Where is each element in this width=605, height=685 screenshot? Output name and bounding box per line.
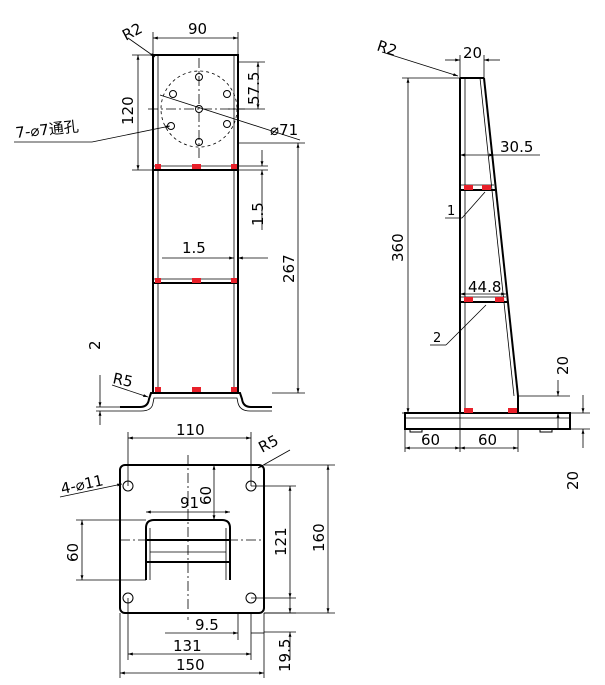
dim-side-corner-radius: R2 (375, 37, 400, 60)
dim-plate-height: 120 (119, 96, 137, 125)
weld-mark (192, 164, 201, 169)
dim-bottom-corner-radius: R5 (255, 431, 281, 456)
rib2-label: 2 (433, 331, 441, 346)
side-base-plate (404, 412, 571, 430)
dim-side-height: 360 (389, 233, 407, 262)
dim-bend-height: 2 (86, 340, 104, 350)
mount-hole (195, 138, 203, 146)
dim-base-right: 60 (478, 431, 497, 449)
dim-bend-radius: R5 (111, 369, 134, 391)
dim-foot-height-a: 20 (554, 356, 572, 375)
weld-mark (464, 185, 473, 190)
dim-hole-offset: 57.5 (245, 72, 263, 105)
weld-mark (231, 278, 237, 283)
bracket-profile (145, 519, 231, 580)
dim-foot-height-b: 20 (564, 471, 582, 490)
weld-mark (482, 185, 491, 190)
front-top-plate (152, 54, 239, 171)
side-view: 20 R2 360 30.5 44.8 1 2 60 60 20 (375, 37, 590, 490)
weld-mark (231, 387, 237, 392)
mount-hole (169, 90, 177, 98)
dim-gap-vertical: 1.5 (249, 202, 267, 226)
weld-mark (508, 408, 517, 413)
dim-holes-note: 7-⌀7通孔 (15, 117, 80, 142)
weld-mark (155, 164, 161, 169)
dim-width-rib2: 44.8 (468, 278, 501, 296)
dim-inner-width: 131 (173, 637, 202, 655)
dim-gap-horizontal: 1.5 (182, 239, 206, 257)
weld-mark (192, 387, 201, 392)
dim-base-left: 60 (421, 431, 440, 449)
dim-slot-width: 91 (180, 494, 199, 512)
weld-mark (464, 408, 473, 413)
dim-corner-radius: R2 (119, 19, 145, 44)
dim-hole-spacing-y: 121 (272, 527, 290, 556)
dim-total-height: 267 (280, 254, 298, 283)
bottom-view: 110 R5 4-⌀11 91 60 60 121 160 9.5 (59, 421, 335, 678)
weld-mark (155, 387, 161, 392)
dim-pcd: ⌀71 (270, 121, 298, 139)
rib1-label: 1 (447, 204, 455, 219)
dim-slot-depth: 60 (197, 486, 215, 505)
bottom-base-plate (119, 464, 265, 614)
weld-mark (155, 278, 161, 283)
mount-hole (223, 120, 231, 128)
dim-width-rib1: 30.5 (500, 138, 533, 156)
weld-mark (464, 297, 473, 302)
dim-plate-width: 150 (176, 656, 205, 674)
weld-mark (231, 164, 237, 169)
dim-holes-note-bottom: 4-⌀11 (59, 471, 105, 498)
dim-plate-height-bottom: 160 (310, 523, 328, 552)
dim-top-width: 90 (188, 20, 207, 38)
dim-edge-offset-y: 19.5 (276, 639, 294, 672)
dim-slot-height: 60 (64, 543, 82, 562)
front-view: 90 R2 120 57.5 ⌀71 7-⌀7通孔 1.5 1.5 (14, 19, 305, 425)
weld-mark (192, 278, 201, 283)
mount-hole (195, 73, 203, 81)
dim-edge-offset-x: 9.5 (195, 616, 219, 634)
dim-side-top-width: 20 (463, 44, 482, 62)
weld-mark (495, 297, 504, 302)
mount-hole (223, 90, 231, 98)
dim-hole-spacing-x: 110 (176, 421, 205, 439)
front-base-foot (120, 392, 272, 408)
